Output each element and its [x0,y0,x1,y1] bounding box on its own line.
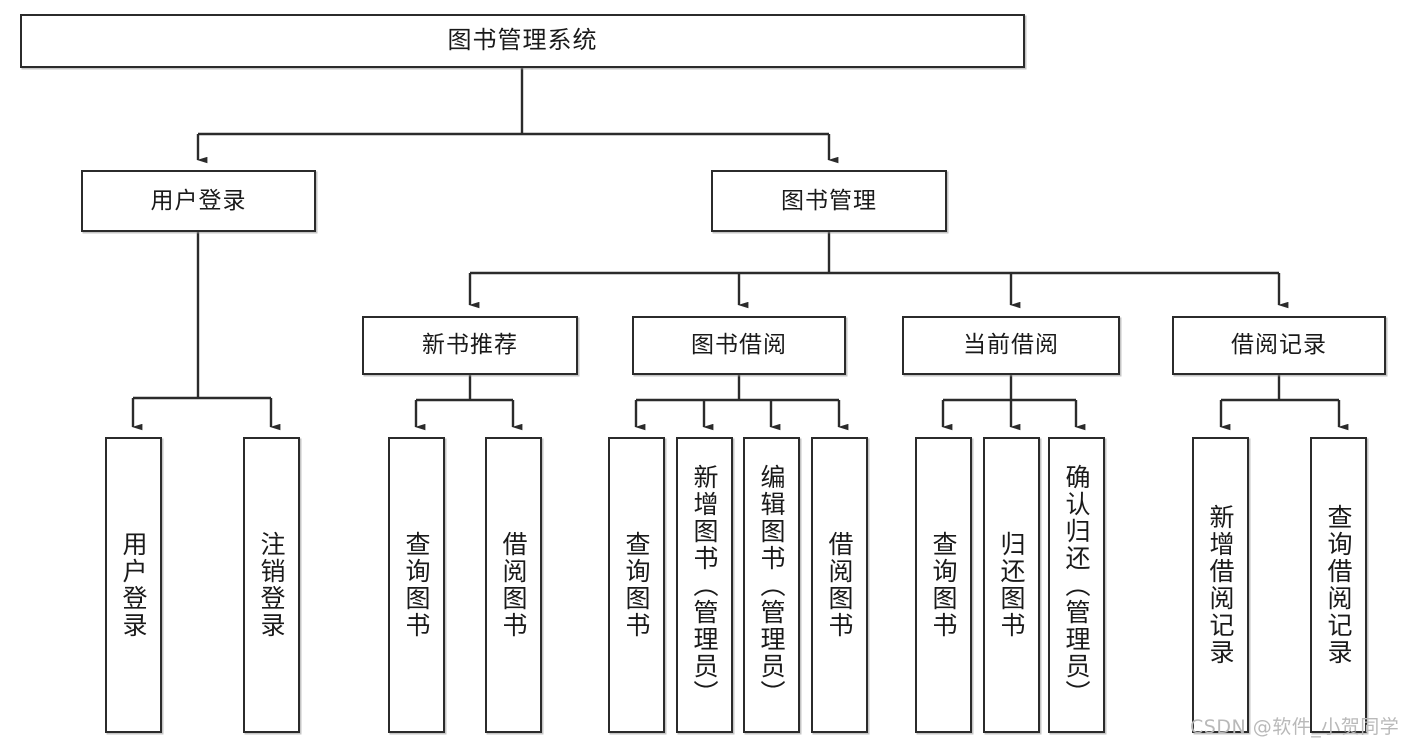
node-label: 用户登录 [150,187,247,214]
leaf-label: 确认归还（管理员） [1062,463,1091,707]
leaf-label: 注销登录 [257,531,286,639]
node-label: 当前借阅 [963,332,1059,359]
node-label: 图书管理系统 [447,26,598,55]
node-new-book-recommend[interactable]: 新书推荐 [362,316,578,375]
leaf-return-book[interactable]: 归还图书 [983,437,1040,733]
leaf-edit-book-admin[interactable]: 编辑图书（管理员） [743,437,800,733]
leaf-label: 查询图书 [622,531,651,639]
node-book-borrow[interactable]: 图书借阅 [632,316,846,375]
leaf-label: 新增借阅记录 [1206,504,1235,666]
node-label: 图书借阅 [691,332,787,359]
node-label: 新书推荐 [422,332,518,359]
node-borrow-record[interactable]: 借阅记录 [1172,316,1386,375]
leaf-query-borrow-record[interactable]: 查询借阅记录 [1310,437,1367,733]
leaf-user-login[interactable]: 用户登录 [105,437,162,733]
leaf-label: 借阅图书 [499,531,528,639]
leaf-add-borrow-record[interactable]: 新增借阅记录 [1192,437,1249,733]
leaf-add-book-admin[interactable]: 新增图书（管理员） [676,437,733,733]
leaf-label: 归还图书 [997,531,1026,639]
leaf-label: 查询图书 [929,531,958,639]
leaf-borrow-book[interactable]: 借阅图书 [811,437,868,733]
leaf-query-book-borrow[interactable]: 查询图书 [608,437,665,733]
leaf-query-book-recommend[interactable]: 查询图书 [388,437,445,733]
watermark: CSDN @软件_小贺同学 [1190,716,1400,738]
leaf-label: 借阅图书 [825,531,854,639]
node-book-management[interactable]: 图书管理 [711,170,947,232]
leaf-label: 编辑图书（管理员） [757,463,786,707]
leaf-label: 用户登录 [119,531,148,639]
leaf-confirm-return-admin[interactable]: 确认归还（管理员） [1048,437,1105,733]
leaf-label: 新增图书（管理员） [690,463,719,707]
leaf-logout-login[interactable]: 注销登录 [243,437,300,733]
leaf-label: 查询图书 [402,531,431,639]
leaf-query-book-current[interactable]: 查询图书 [915,437,972,733]
node-current-borrow[interactable]: 当前借阅 [902,316,1120,375]
leaf-label: 查询借阅记录 [1324,504,1353,666]
node-root-system[interactable]: 图书管理系统 [20,14,1025,68]
node-label: 借阅记录 [1231,332,1327,359]
leaf-borrow-book-recommend[interactable]: 借阅图书 [485,437,542,733]
node-user-login[interactable]: 用户登录 [81,170,316,232]
node-label: 图书管理 [781,187,877,214]
